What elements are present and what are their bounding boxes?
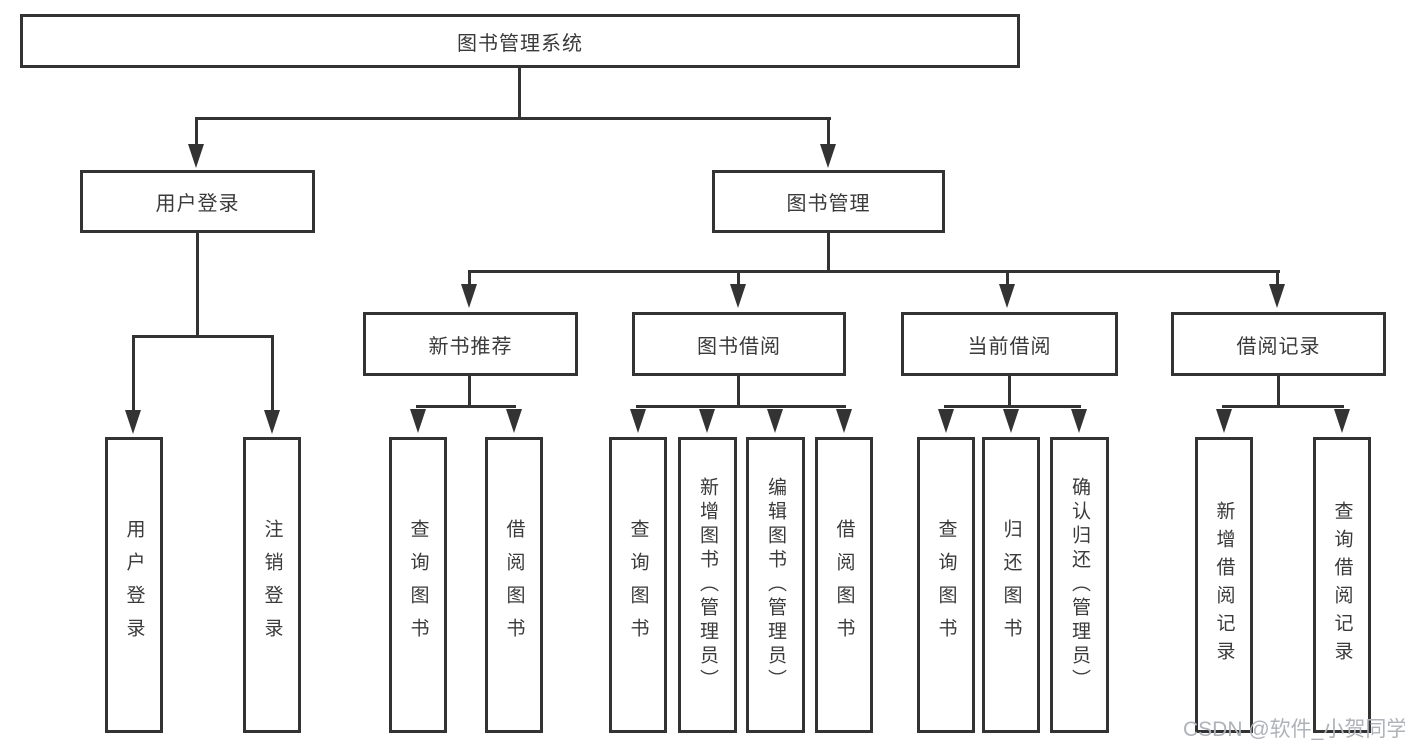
node-library-system-label: 图书管理系统 bbox=[457, 32, 583, 55]
arrowhead-down-icon bbox=[1216, 409, 1232, 433]
node-new-book-recommend-label: 新书推荐 bbox=[428, 335, 513, 358]
connector bbox=[416, 405, 516, 408]
leaf-edit-books-admin-label: 编辑图书（管理员） bbox=[765, 477, 786, 693]
arrowhead-down-icon bbox=[1003, 409, 1019, 433]
arrowhead-down-icon bbox=[461, 284, 477, 308]
node-book-borrowing: 图书借阅 bbox=[632, 312, 846, 376]
node-user-login: 用户登录 bbox=[80, 170, 315, 233]
connector bbox=[196, 233, 199, 335]
arrowhead-down-icon bbox=[188, 144, 204, 168]
arrowhead-down-icon bbox=[506, 409, 522, 433]
leaf-query-books-current: 查询图书 bbox=[917, 437, 975, 733]
node-current-borrowing: 当前借阅 bbox=[901, 312, 1118, 376]
leaf-query-books-borrowing: 查询图书 bbox=[609, 437, 667, 733]
arrowhead-down-icon bbox=[125, 410, 141, 434]
arrowhead-down-icon bbox=[938, 409, 954, 433]
leaf-query-books-recommend-label: 查询图书 bbox=[407, 519, 429, 651]
leaf-add-borrow-record-label: 新增借阅记录 bbox=[1213, 501, 1235, 669]
connector bbox=[132, 338, 135, 411]
arrowhead-down-icon bbox=[1269, 284, 1285, 308]
arrowhead-down-icon bbox=[699, 409, 715, 433]
connector bbox=[518, 68, 521, 117]
arrowhead-down-icon bbox=[730, 284, 746, 308]
leaf-query-books-current-label: 查询图书 bbox=[935, 519, 957, 651]
leaf-borrow-books: 借阅图书 bbox=[815, 437, 873, 733]
connector bbox=[1222, 405, 1344, 408]
leaf-query-borrow-record-label: 查询借阅记录 bbox=[1331, 501, 1353, 669]
leaf-add-books-admin-label: 新增图书（管理员） bbox=[697, 477, 718, 693]
leaf-add-borrow-record: 新增借阅记录 bbox=[1195, 437, 1253, 733]
connector bbox=[1276, 273, 1279, 285]
connector bbox=[636, 405, 846, 408]
connector bbox=[132, 335, 274, 338]
arrowhead-down-icon bbox=[820, 144, 836, 168]
arrowhead-down-icon bbox=[999, 284, 1015, 308]
leaf-add-books-admin: 新增图书（管理员） bbox=[678, 437, 737, 733]
leaf-query-borrow-record: 查询借阅记录 bbox=[1313, 437, 1371, 733]
node-borrow-records: 借阅记录 bbox=[1171, 312, 1386, 376]
leaf-edit-books-admin: 编辑图书（管理员） bbox=[746, 437, 805, 733]
leaf-borrow-books-recommend-label: 借阅图书 bbox=[503, 519, 525, 651]
leaf-return-books: 归还图书 bbox=[982, 437, 1040, 733]
connector bbox=[195, 120, 198, 146]
connector bbox=[468, 273, 471, 285]
leaf-confirm-return-admin: 确认归还（管理员） bbox=[1050, 437, 1109, 733]
connector bbox=[1277, 376, 1280, 405]
arrowhead-down-icon bbox=[1071, 409, 1087, 433]
arrowhead-down-icon bbox=[836, 409, 852, 433]
node-book-management-label: 图书管理 bbox=[786, 193, 871, 215]
leaf-borrow-books-label: 借阅图书 bbox=[833, 519, 855, 651]
connector bbox=[737, 273, 740, 285]
node-current-borrowing-label: 当前借阅 bbox=[967, 335, 1052, 358]
arrowhead-down-icon bbox=[264, 410, 280, 434]
leaf-confirm-return-admin-label: 确认归还（管理员） bbox=[1069, 477, 1090, 693]
connector bbox=[737, 376, 740, 405]
leaf-user-login-label: 用户登录 bbox=[123, 519, 145, 651]
connector bbox=[195, 117, 831, 120]
arrowhead-down-icon bbox=[767, 409, 783, 433]
leaf-logout-label: 注销登录 bbox=[261, 519, 283, 651]
node-library-system: 图书管理系统 bbox=[20, 14, 1020, 68]
connector bbox=[468, 376, 471, 405]
connector bbox=[827, 233, 830, 270]
node-book-borrowing-label: 图书借阅 bbox=[697, 335, 781, 358]
connector bbox=[468, 270, 1280, 273]
arrowhead-down-icon bbox=[410, 409, 426, 433]
node-new-book-recommend: 新书推荐 bbox=[363, 312, 578, 376]
node-borrow-records-label: 借阅记录 bbox=[1236, 335, 1321, 358]
connector bbox=[1008, 376, 1011, 405]
leaf-return-books-label: 归还图书 bbox=[1000, 519, 1022, 651]
leaf-logout: 注销登录 bbox=[243, 437, 301, 733]
leaf-query-books-recommend: 查询图书 bbox=[389, 437, 447, 733]
csdn-watermark: CSDN @软件_小贺同学 bbox=[1183, 718, 1405, 741]
node-user-login-label: 用户登录 bbox=[155, 193, 240, 215]
connector bbox=[827, 120, 830, 146]
leaf-borrow-books-recommend: 借阅图书 bbox=[485, 437, 543, 733]
arrowhead-down-icon bbox=[630, 409, 646, 433]
leaf-query-books-borrowing-label: 查询图书 bbox=[627, 519, 649, 651]
node-book-management: 图书管理 bbox=[712, 170, 945, 233]
leaf-user-login: 用户登录 bbox=[105, 437, 163, 733]
connector bbox=[271, 338, 274, 411]
arrowhead-down-icon bbox=[1334, 409, 1350, 433]
connector bbox=[944, 405, 1081, 408]
connector bbox=[1006, 273, 1009, 285]
